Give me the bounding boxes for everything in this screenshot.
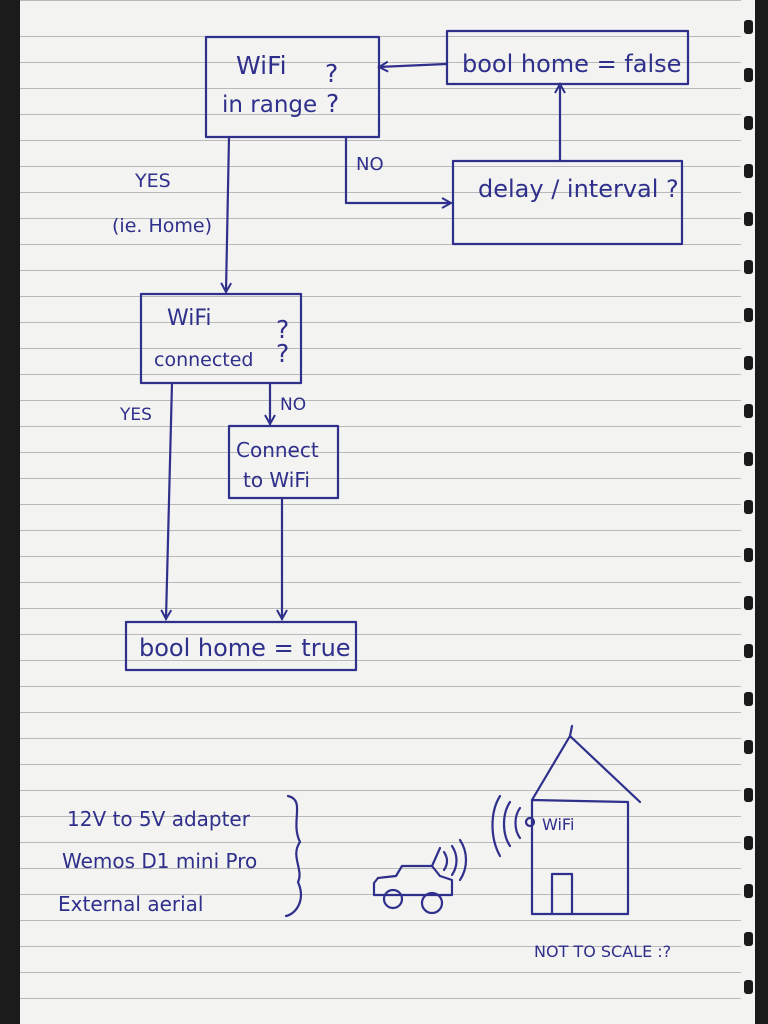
node-delay-interval: delay / interval ?	[451, 159, 684, 246]
ring	[744, 212, 753, 226]
ring	[744, 692, 753, 706]
question-mark: ?	[326, 89, 339, 118]
ring	[744, 980, 753, 994]
edge-label-no: NO	[356, 154, 384, 175]
curly-brace	[284, 794, 303, 918]
ring	[744, 116, 753, 130]
node-label: delay / interval ?	[478, 175, 679, 203]
spiral-binding	[741, 0, 755, 1024]
ring	[744, 20, 753, 34]
parts-list-item: Wemos D1 mini Pro	[62, 849, 257, 873]
footnote: NOT TO SCALE :?	[534, 942, 671, 961]
notebook-page	[20, 0, 755, 1024]
ring	[744, 452, 753, 466]
arrow-range-no	[344, 135, 451, 203]
question-mark: ?	[276, 339, 289, 368]
edge-label-no: NO	[280, 395, 306, 415]
ring	[744, 164, 753, 178]
node-wifi-connected: WiFi ? connected ?	[139, 292, 303, 385]
node-wifi-in-range: WiFi ? in range ?	[204, 35, 381, 139]
node-line: WiFi	[167, 306, 212, 331]
ring	[744, 740, 753, 754]
arrow-connected-yes	[166, 381, 174, 619]
edge-label-yes-note: (ie. Home)	[112, 215, 212, 237]
edge-label-yes: YES	[134, 170, 171, 192]
ring	[744, 500, 753, 514]
node-bool-home-false: bool home = false	[445, 29, 690, 86]
car-icon	[372, 838, 468, 915]
question-mark: ?	[276, 315, 289, 344]
node-line: Connect	[236, 438, 319, 462]
ring	[744, 932, 753, 946]
parts-list-item: External aerial	[58, 892, 204, 916]
node-label: bool home = false	[462, 50, 681, 78]
ring	[744, 548, 753, 562]
house-icon: WiFi	[491, 724, 642, 916]
node-line: connected	[154, 349, 254, 371]
node-line: in range	[222, 92, 317, 118]
ring	[744, 308, 753, 322]
parts-list-item: 12V to 5V adapter	[67, 807, 251, 831]
house-wifi-label: WiFi	[542, 815, 574, 834]
arrow-range-yes	[226, 135, 229, 292]
ring	[744, 404, 753, 418]
node-label: bool home = true	[139, 634, 351, 662]
node-connect-to-wifi: Connect to WiFi	[227, 424, 340, 500]
node-bool-home-true: bool home = true	[124, 620, 358, 672]
ring	[744, 884, 753, 898]
ring	[744, 596, 753, 610]
ring	[744, 68, 753, 82]
ring	[744, 644, 753, 658]
ring	[744, 260, 753, 274]
ring	[744, 836, 753, 850]
arrow-false-to-range	[379, 64, 448, 67]
ring	[744, 788, 753, 802]
parts-list: 12V to 5V adapter Wemos D1 mini Pro Exte…	[58, 794, 303, 918]
edge-label-yes: YES	[119, 405, 152, 425]
ring	[744, 356, 753, 370]
node-line: WiFi	[236, 51, 287, 80]
node-line: to WiFi	[243, 468, 310, 492]
question-mark: ?	[325, 59, 338, 88]
